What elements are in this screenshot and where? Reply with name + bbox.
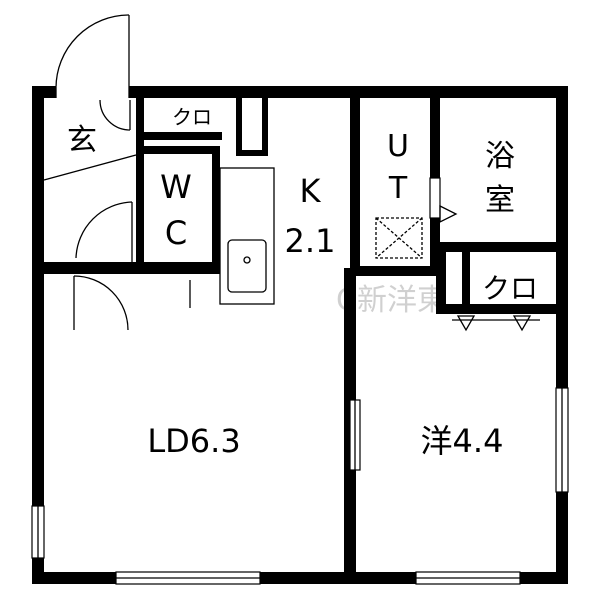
entrance-door — [55, 14, 130, 89]
room-label-ld: LD6.3 — [147, 422, 240, 460]
room-label-kitchen: K — [300, 172, 322, 210]
room-label-western: 洋4.4 — [421, 422, 504, 460]
room-label-bath-2: 室 — [485, 183, 515, 218]
interior-walls — [44, 98, 556, 572]
room-label-closet-right: クロ — [482, 272, 538, 305]
room-label-wc-c: C — [165, 214, 187, 252]
room-label-wc-w: W — [160, 168, 192, 206]
windows — [31, 387, 569, 585]
watermark-text: C新洋東 — [336, 283, 447, 318]
room-labels: 玄 クロ W C K 2.1 U T 浴 室 クロ LD6.3 洋4.4 — [67, 105, 538, 460]
room-label-closet-top: クロ — [172, 105, 212, 129]
room-label-ut-t: T — [388, 171, 408, 206]
room-label-ut-u: U — [387, 129, 409, 164]
kitchen-counter — [219, 167, 275, 305]
room-label-kitchen-size: 2.1 — [285, 222, 336, 260]
room-label-entrance: 玄 — [67, 123, 97, 158]
room-label-bath-1: 浴 — [485, 139, 515, 174]
interior-doors — [43, 99, 540, 332]
washing-machine-space — [375, 217, 423, 259]
guide-lines — [189, 276, 347, 572]
